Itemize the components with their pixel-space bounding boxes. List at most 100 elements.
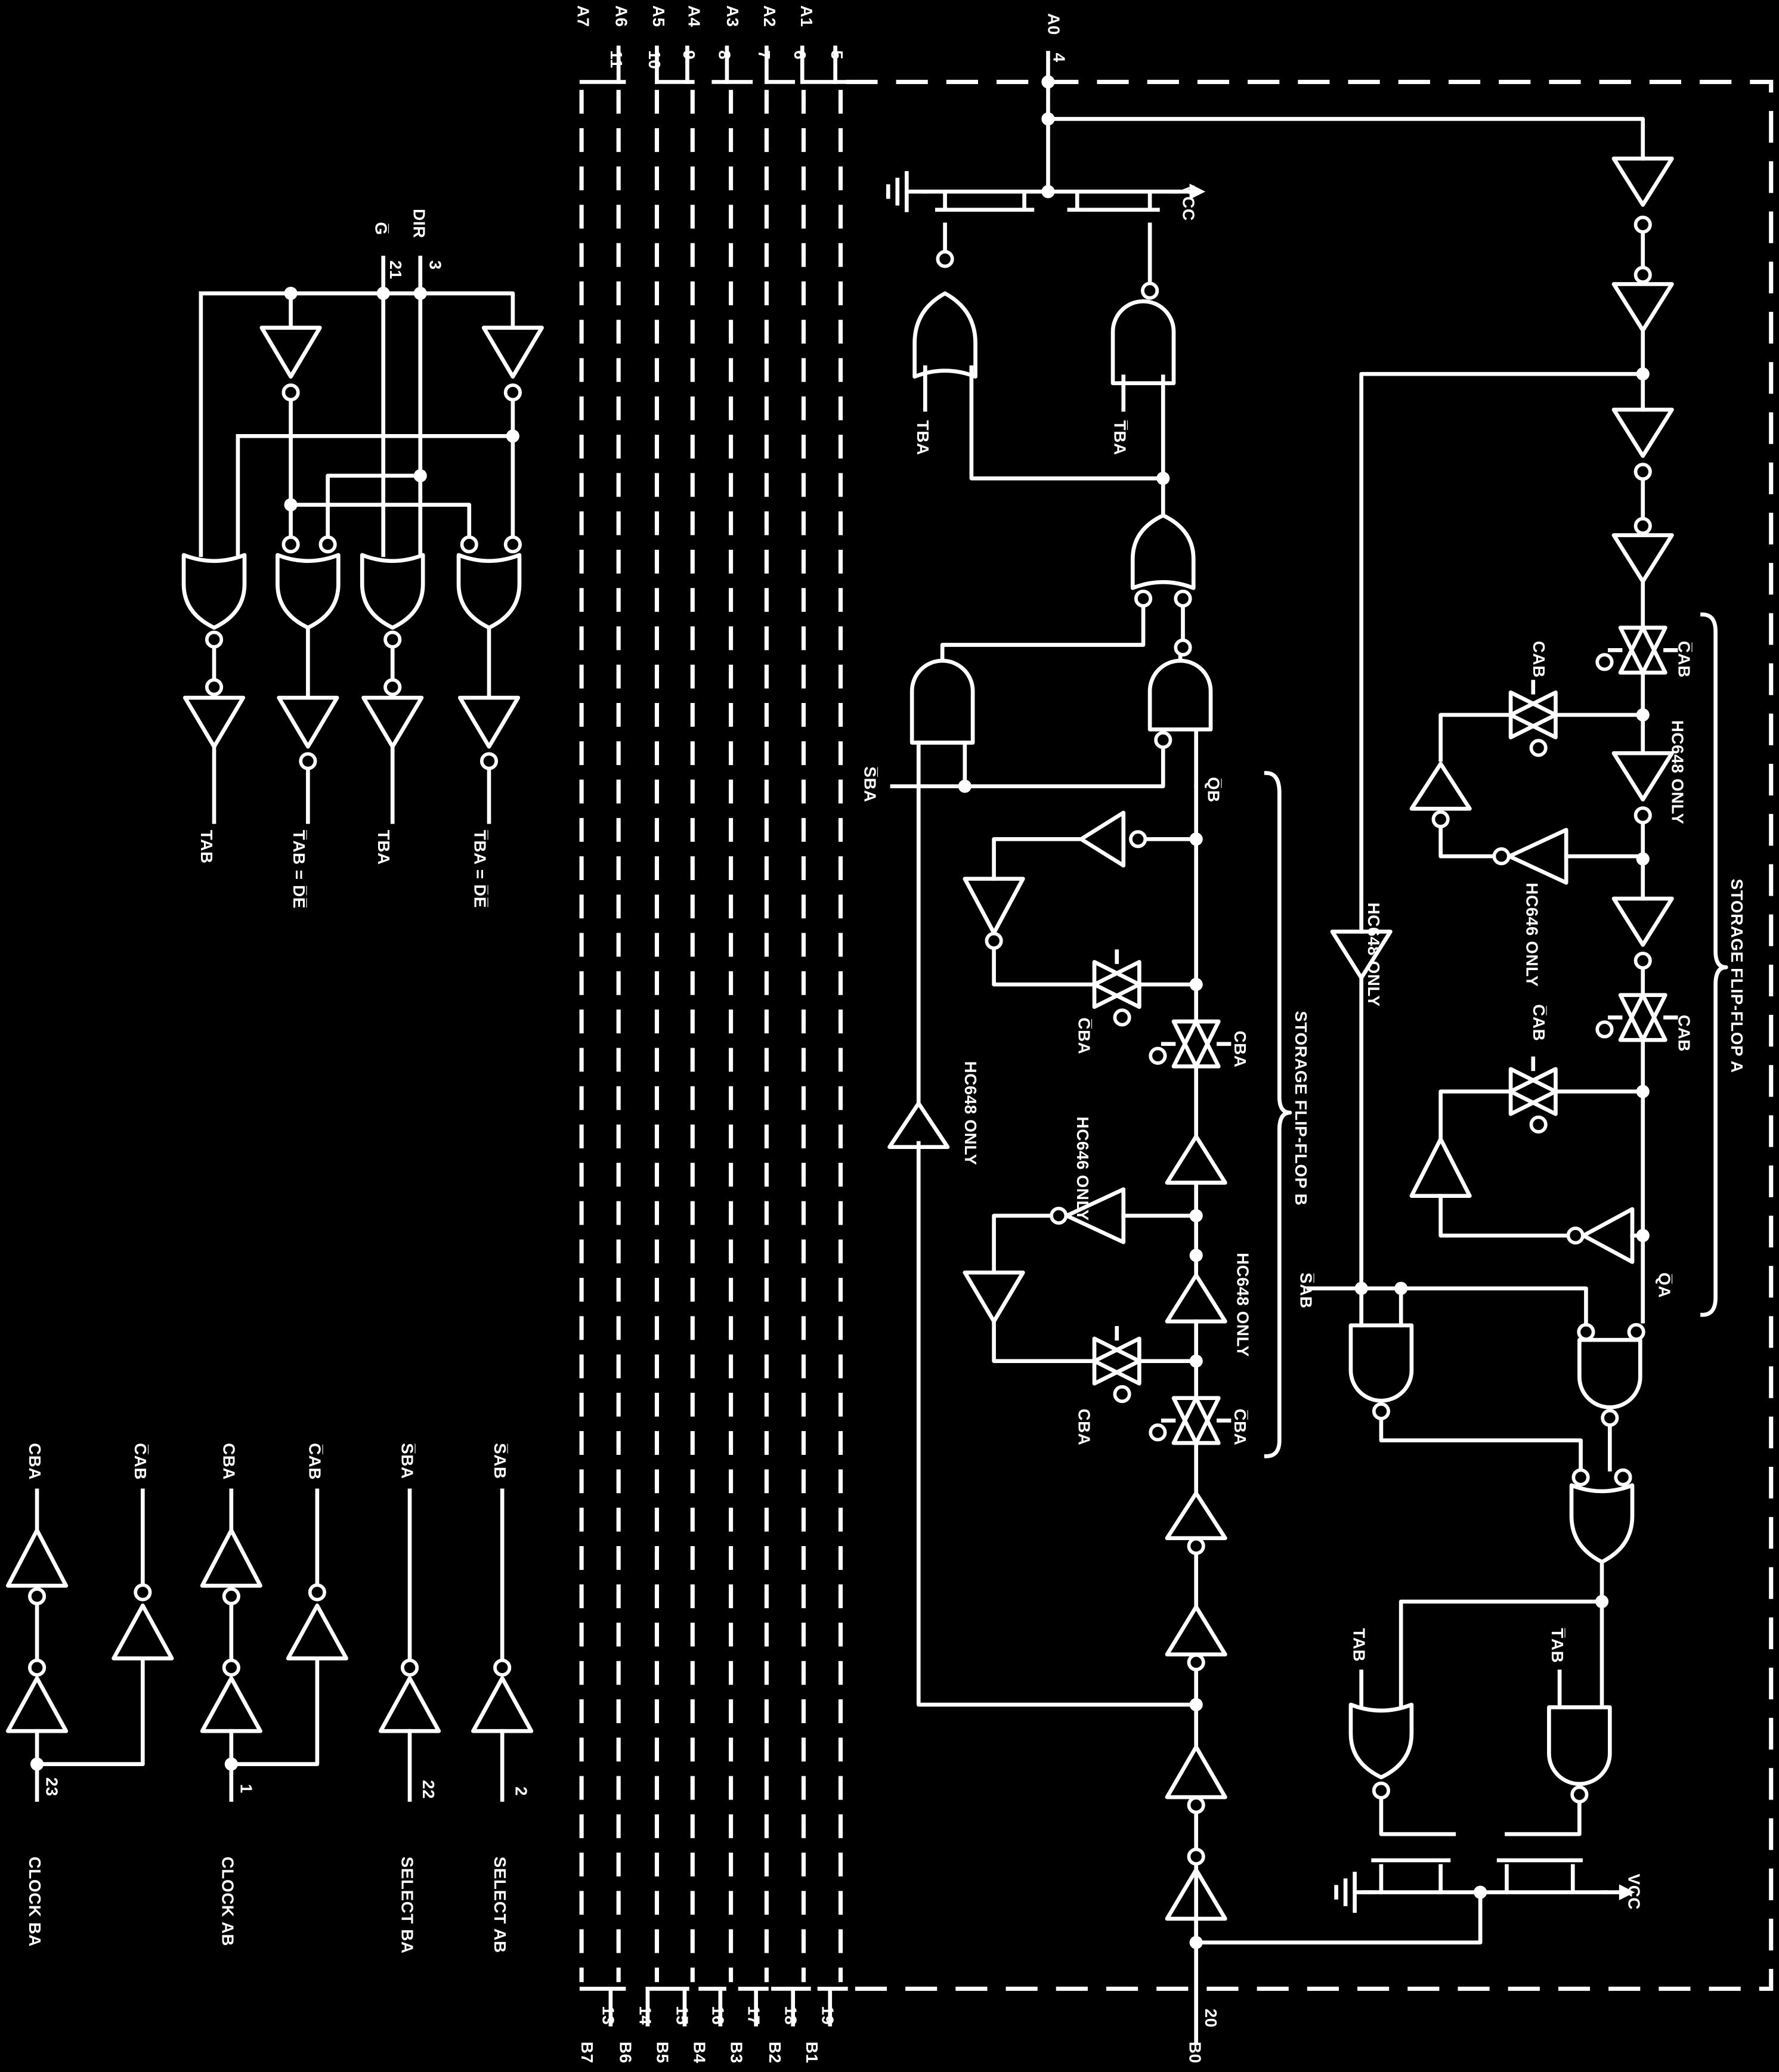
wire: [1359, 371, 1645, 934]
junction-dot: [224, 1757, 238, 1771]
port-label-a: A0: [1044, 13, 1063, 35]
inversion-bubble: [1149, 1423, 1167, 1442]
buffer-triangle: [1330, 930, 1393, 980]
or-gate: [456, 553, 522, 630]
wire: [289, 503, 472, 539]
qa-bar-label: Q̅A: [1655, 1272, 1673, 1298]
inversion-bubble: [503, 383, 522, 402]
signal-label: CBA: [26, 1443, 44, 1480]
transmission-gate: [1508, 1067, 1558, 1116]
wire: [199, 291, 423, 558]
buffer-triangle: [1611, 751, 1674, 802]
junction-dot: [413, 286, 427, 301]
signal-label: S̅BA: [398, 1443, 417, 1479]
wire: [1438, 1089, 1645, 1141]
cab-1-label: CAB: [1530, 641, 1548, 678]
inversion-bubble: [222, 1587, 240, 1606]
signal-label: S̅AB: [491, 1443, 509, 1479]
port-label-b: B5: [653, 2042, 672, 2064]
dir-label: DIR: [410, 209, 429, 239]
port-label-a: A2: [760, 5, 779, 27]
qb-bar-label: Q̅B: [1205, 777, 1223, 803]
transmission-gate: [1171, 1019, 1221, 1068]
port-label-b: B1: [803, 2042, 821, 2064]
wire: [923, 365, 1165, 518]
hc646-only-2-label: HC646 ONLY: [1523, 882, 1542, 987]
buffer-triangle: [200, 1676, 262, 1733]
vcc-bottom-label: VCC: [1625, 1874, 1643, 1910]
port-label-b: B0: [1186, 2042, 1205, 2064]
cba-1-label: CBA: [1231, 1031, 1249, 1068]
transistor: [935, 190, 1035, 212]
tba-bar-label: T̅BA: [1110, 420, 1129, 456]
inversion-bubble: [1571, 1468, 1590, 1486]
hc648-only-4-label: HC648 ONLY: [1365, 903, 1383, 1007]
port-label-a: A3: [723, 5, 742, 27]
or-gate: [360, 553, 425, 630]
transmission-gate: [1508, 690, 1558, 739]
or-gate: [1130, 513, 1196, 590]
pin-number: 4: [1050, 53, 1068, 63]
cba-bar-2-label: C̅BA: [1231, 1408, 1249, 1445]
inversion-bubble: [1633, 952, 1652, 970]
pin-number: 13: [599, 2006, 618, 2025]
buffer-triangle: [471, 1676, 534, 1733]
tab-label: TAB: [1350, 1628, 1368, 1662]
control-output-label: TBA: [375, 830, 393, 865]
input-function-label: CLOCK BA: [26, 1857, 44, 1947]
inversion-bubble: [1187, 1537, 1205, 1556]
port-label-b: B2: [766, 2042, 784, 2064]
wire: [916, 1141, 1198, 1707]
inversion-bubble: [205, 678, 224, 696]
inversion-bubble: [985, 931, 1003, 950]
hc646-only-1-label: HC646 ONLY: [1073, 1117, 1092, 1221]
pin-number: 6: [791, 50, 809, 60]
vcc-arrow-icon: [1619, 1884, 1635, 1900]
port-label-b: B4: [691, 2042, 709, 2064]
hc648-only-2-label: HC648 ONLY: [1233, 1253, 1252, 1357]
inversion-bubble: [1113, 1008, 1131, 1027]
junction-dot: [30, 1757, 44, 1771]
buffer-triangle: [378, 1676, 441, 1733]
transmission-gate: [1171, 1019, 1221, 1068]
inversion-bubble: [1050, 1206, 1068, 1225]
transmission-gate: [1508, 690, 1558, 739]
buffer-triangle: [361, 695, 424, 749]
transmission-gate: [1092, 960, 1141, 1009]
inversion-bubble: [1129, 830, 1147, 848]
wire: [236, 434, 515, 558]
wire: [992, 939, 1198, 987]
inversion-bubble: [1577, 1323, 1595, 1341]
control-output-label: TAB: [197, 830, 216, 864]
inversion-bubble: [1187, 1796, 1205, 1814]
cab-bar-1-label: C̅AB: [1675, 641, 1694, 678]
inversion-bubble: [1174, 589, 1192, 608]
inversion-bubble: [281, 383, 300, 402]
pin-number: 20: [1202, 2009, 1220, 2028]
junction-dot: [376, 286, 390, 301]
junction-dot: [413, 469, 427, 482]
inversion-bubble: [1595, 1020, 1614, 1039]
wire: [1359, 1560, 1604, 1707]
buffer-triangle: [5, 1676, 69, 1733]
port-label-a: A6: [612, 5, 631, 27]
buffer-triangle: [1165, 1745, 1227, 1800]
pin-number: 22: [419, 1780, 438, 1799]
transmission-gate: [1092, 1336, 1141, 1386]
buffer-triangle: [457, 695, 521, 749]
brace-storage-ff-a: [1700, 612, 1728, 1317]
wire: [1438, 825, 1496, 859]
transistor: [1067, 190, 1160, 212]
inversion-bubble: [134, 1583, 152, 1602]
buffer-triangle: [1507, 828, 1568, 885]
wire: [940, 604, 1185, 663]
inversion-bubble: [1174, 638, 1192, 657]
buffer-triangle: [112, 1603, 174, 1661]
inversion-bubble: [1595, 653, 1614, 671]
buffer-triangle: [1611, 407, 1674, 458]
inversion-bubble: [1187, 1847, 1205, 1866]
wire: [1379, 1796, 1582, 1836]
buffer-triangle: [182, 695, 246, 749]
components: [5, 45, 1774, 2044]
junction-dot: [1041, 185, 1055, 199]
